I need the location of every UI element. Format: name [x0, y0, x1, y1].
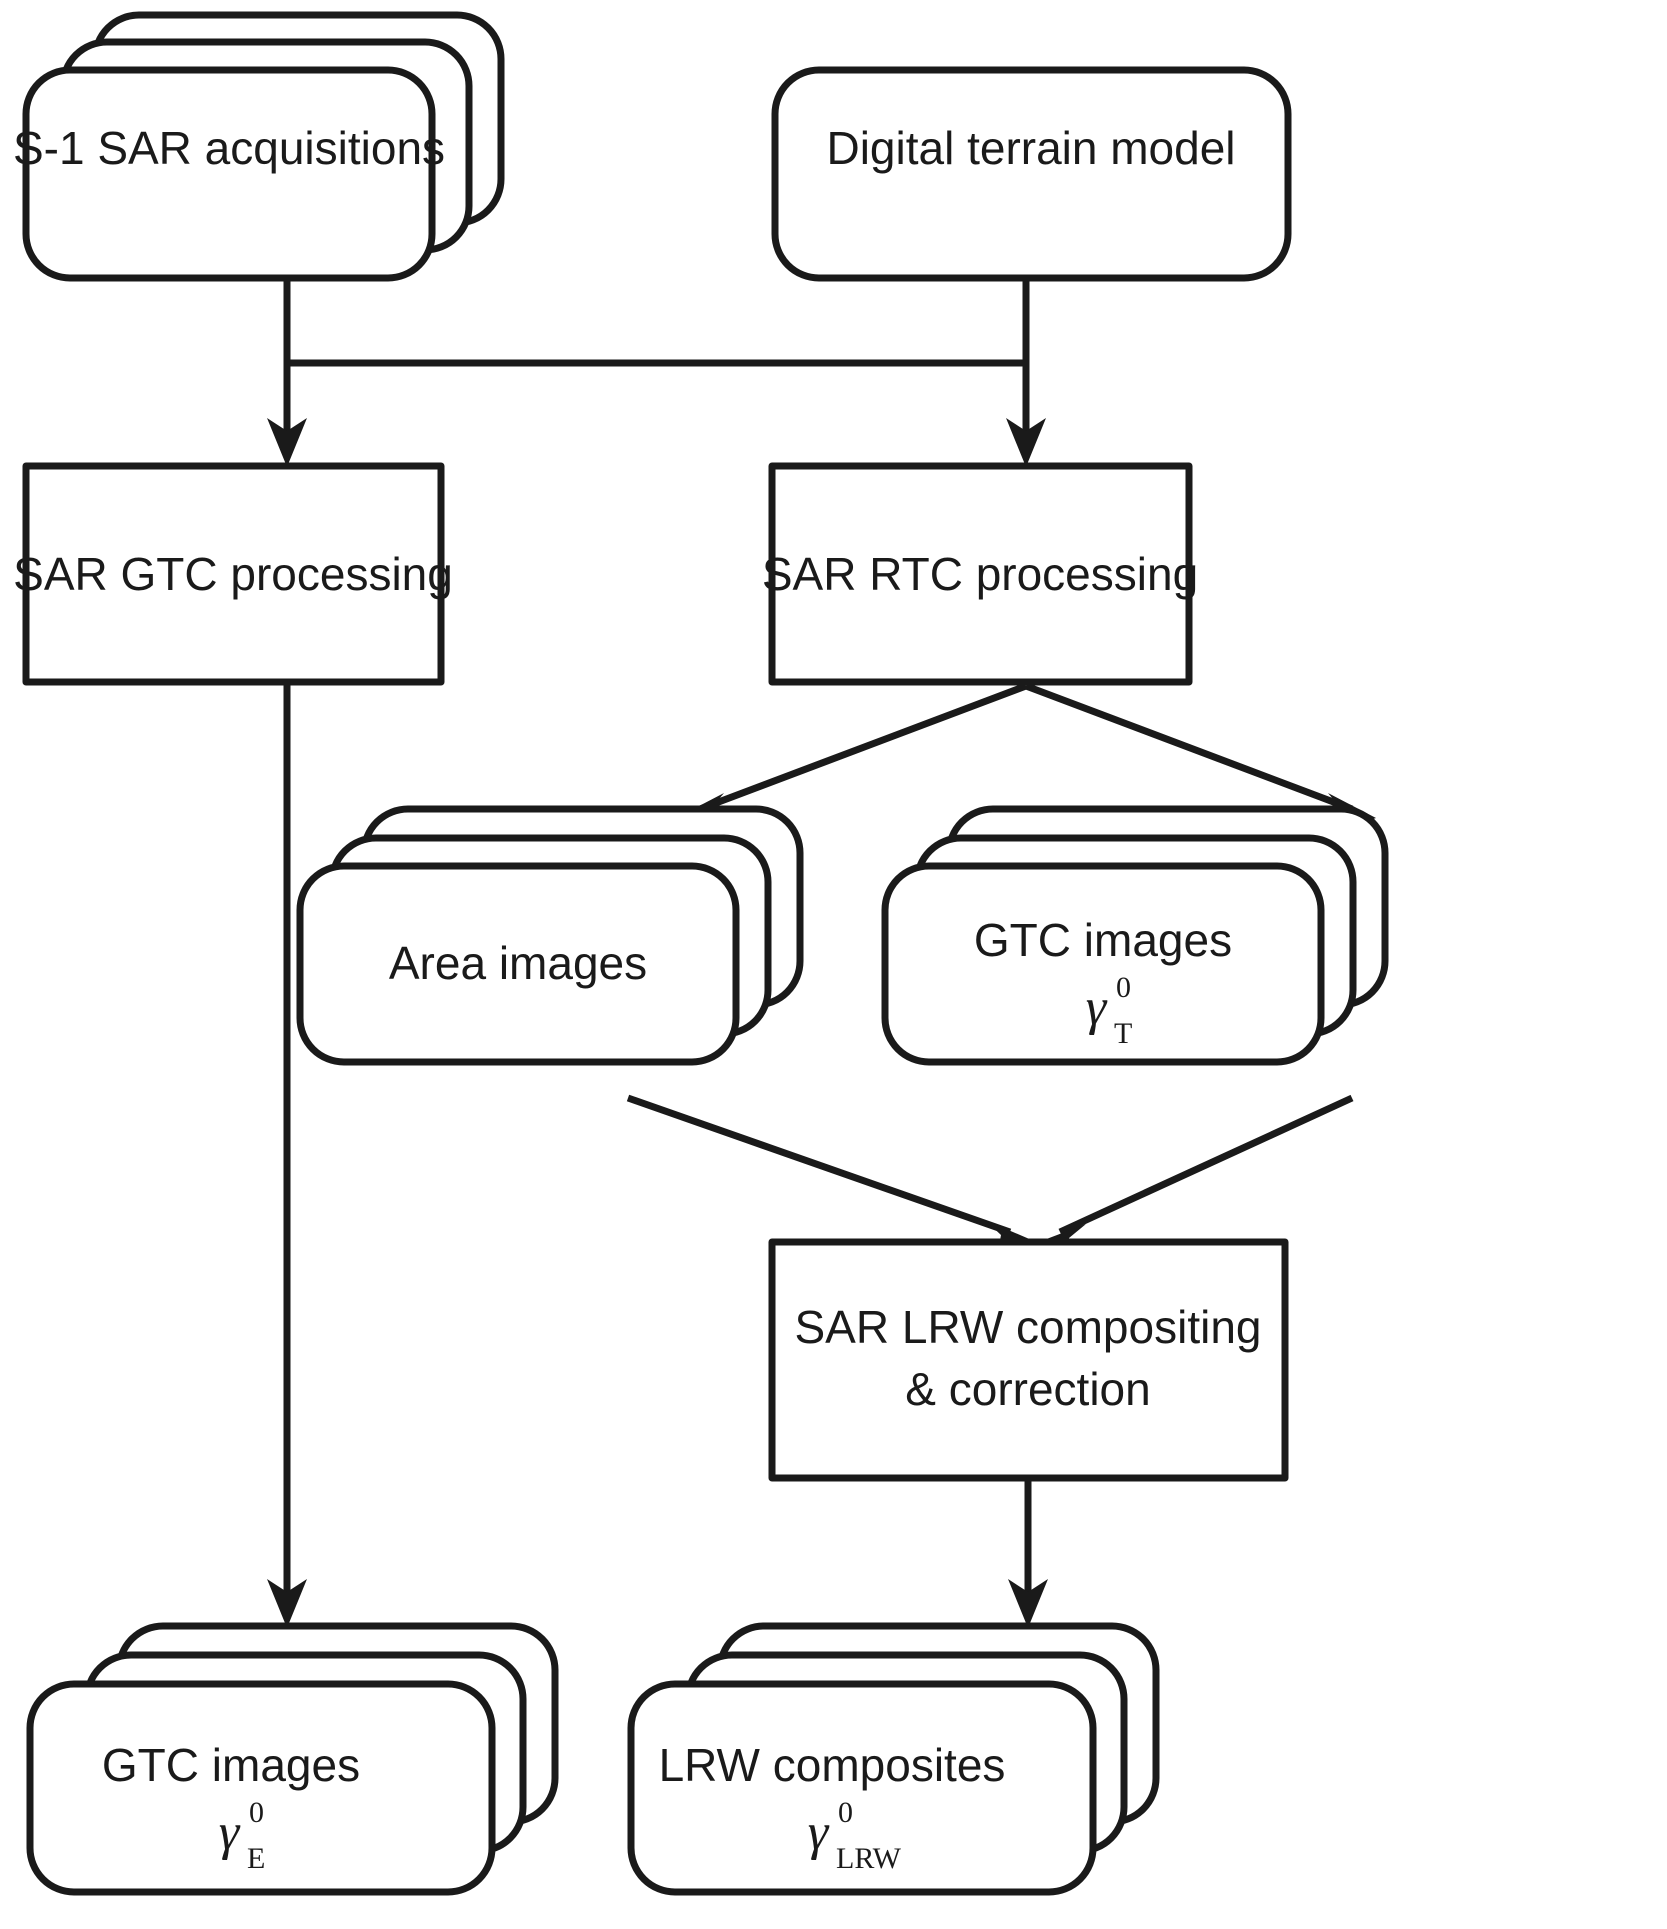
- box-rect: [768, 462, 1193, 686]
- node-sar-gtc-processing[interactable]: SAR GTC processing: [13, 462, 453, 686]
- node-label-sar-rtc-processing: SAR RTC processing: [762, 548, 1198, 600]
- edge-area-images-to-lrw: [626, 1094, 1012, 1236]
- node-sar-lrw-compositing[interactable]: SAR LRW compositing & correction: [768, 1238, 1289, 1482]
- card-front: [881, 862, 1325, 1066]
- node-gtc-images-t[interactable]: GTC images γ 0 T: [881, 805, 1389, 1066]
- node-label-sar-gtc-processing: SAR GTC processing: [13, 548, 453, 600]
- node-label-sar-lrw-compositing-line1: SAR LRW compositing: [795, 1301, 1262, 1353]
- card-front: [627, 1680, 1097, 1896]
- node-s1-sar-acquisitions[interactable]: S-1 SAR acquisitions: [13, 11, 505, 282]
- node-label-s1-sar-acquisitions: S-1 SAR acquisitions: [13, 122, 445, 174]
- symbol-gamma-e: γ 0 E: [219, 1796, 266, 1875]
- gamma-superscript: 0: [838, 1796, 853, 1829]
- card-front: [26, 1680, 496, 1896]
- edge-gtc-images-t-to-lrw: [1058, 1094, 1354, 1236]
- node-label-area-images: Area images: [389, 937, 647, 989]
- gamma-base-glyph: γ: [219, 1804, 241, 1861]
- card-front: [771, 66, 1292, 282]
- gamma-subscript: LRW: [836, 1842, 902, 1875]
- symbol-gamma-lrw: γ 0 LRW: [808, 1796, 902, 1875]
- node-label-gtc-images-e: GTC images: [102, 1739, 360, 1791]
- arrowhead-into-sar-rtc: [1006, 418, 1046, 467]
- box-rect: [768, 1238, 1289, 1482]
- node-gtc-images-e[interactable]: GTC images γ 0 E: [26, 1622, 559, 1896]
- symbol-gamma-t: γ 0 T: [1086, 971, 1133, 1050]
- node-lrw-composites[interactable]: LRW composites γ 0 LRW: [627, 1622, 1160, 1896]
- edge-rtc-to-gtc-images-t: [1024, 682, 1354, 813]
- gamma-subscript: E: [247, 1842, 265, 1875]
- card-front: [296, 862, 740, 1066]
- node-label-lrw-composites: LRW composites: [659, 1739, 1006, 1791]
- gamma-superscript: 0: [249, 1796, 264, 1829]
- arrowhead-into-sar-gtc: [267, 418, 307, 467]
- node-label-sar-lrw-compositing-line2: & correction: [905, 1363, 1150, 1415]
- gamma-base-glyph: γ: [808, 1804, 830, 1861]
- arrowhead-into-lrw-composites: [1008, 1579, 1048, 1628]
- box-rect: [22, 462, 445, 686]
- arrowhead-into-gtc-images-e: [267, 1579, 307, 1628]
- node-label-digital-terrain-model: Digital terrain model: [826, 122, 1235, 174]
- edge-rtc-to-area-images: [698, 682, 1028, 813]
- card-front: [22, 66, 436, 282]
- node-sar-rtc-processing[interactable]: SAR RTC processing: [762, 462, 1198, 686]
- node-label-gtc-images-t: GTC images: [974, 914, 1232, 966]
- node-area-images[interactable]: Area images: [296, 805, 804, 1066]
- gamma-subscript: T: [1114, 1017, 1132, 1050]
- node-digital-terrain-model[interactable]: Digital terrain model: [771, 66, 1292, 282]
- gamma-base-glyph: γ: [1086, 979, 1108, 1036]
- gamma-superscript: 0: [1116, 971, 1131, 1004]
